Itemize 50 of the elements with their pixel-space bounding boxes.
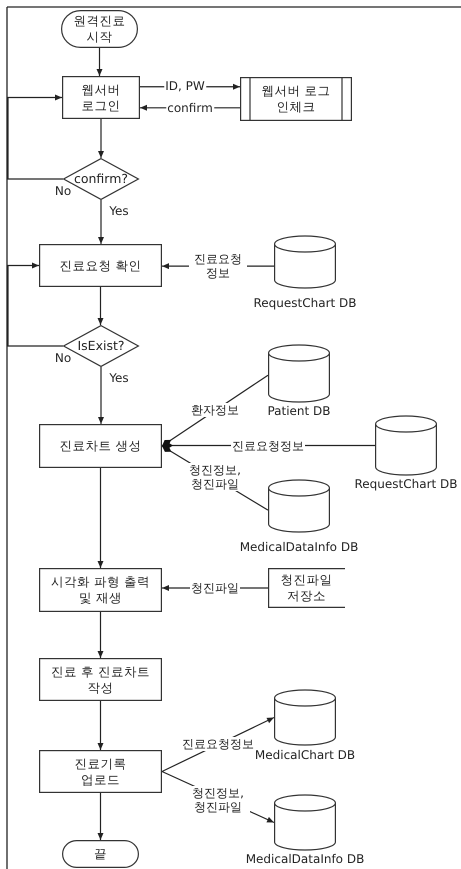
arrow xyxy=(98,468,104,568)
database-label: RequestChart DB xyxy=(254,296,356,310)
edge-label: Yes xyxy=(108,371,130,385)
arrow xyxy=(96,48,102,76)
database-label: RequestChart DB xyxy=(354,477,458,491)
arrow xyxy=(98,367,104,424)
node-label: 웹서버 로그인 xyxy=(80,82,122,114)
edge-label: 환자정보 xyxy=(190,403,240,417)
process-box xyxy=(62,76,140,119)
edge-label: ID, PW xyxy=(164,79,206,93)
edge-label: No xyxy=(54,351,72,365)
node-label: 청진파일 저장소 xyxy=(280,572,334,604)
node-label: 웹서버 로그인체크 xyxy=(261,83,331,115)
predefined-process-box xyxy=(240,77,352,121)
arrow xyxy=(98,119,104,158)
database-label: MedicalChart DB xyxy=(254,748,356,762)
edge-label: Yes xyxy=(108,204,130,218)
process-box xyxy=(39,244,162,287)
edge-label: 진료요청 정보 xyxy=(189,252,247,280)
process-box xyxy=(39,424,162,468)
database-label: Patient DB xyxy=(267,404,331,418)
arrow xyxy=(98,701,104,750)
arrow xyxy=(98,287,104,325)
process-box xyxy=(39,568,162,612)
node-label: 원격진료 시작 xyxy=(72,13,126,45)
process-box xyxy=(39,658,162,701)
data-store xyxy=(268,568,345,608)
arrow xyxy=(98,612,104,658)
arrow xyxy=(7,94,63,180)
node-label: 진료 후 진료차트 작성 xyxy=(50,664,150,696)
edge-label: confirm xyxy=(166,101,214,115)
edge-label: 청진파일 xyxy=(190,581,240,595)
node-label: 시각화 파형 출력 및 재생 xyxy=(50,574,150,606)
edge-label: 진료요청정보 xyxy=(181,737,255,751)
arrow xyxy=(98,200,104,244)
node-label: 진료기록 업로드 xyxy=(74,756,128,788)
node-label: 진료차트 생성 xyxy=(60,438,142,454)
decision-label: confirm? xyxy=(74,171,128,187)
process-box xyxy=(39,750,162,793)
start-terminal xyxy=(61,10,138,48)
node-label: 끝 xyxy=(94,846,107,862)
decision-label: IsExist? xyxy=(77,338,124,354)
end-terminal xyxy=(62,840,139,868)
database-label: MedicalDataInfo DB xyxy=(240,540,358,554)
arrow xyxy=(98,793,104,840)
arrow xyxy=(7,262,63,347)
edge-label: No xyxy=(54,184,72,198)
edge-label: 진료요청정보 xyxy=(231,439,305,453)
node-label: 진료요청 확인 xyxy=(60,258,142,274)
database-label: MedicalDataInfo DB xyxy=(246,852,364,866)
